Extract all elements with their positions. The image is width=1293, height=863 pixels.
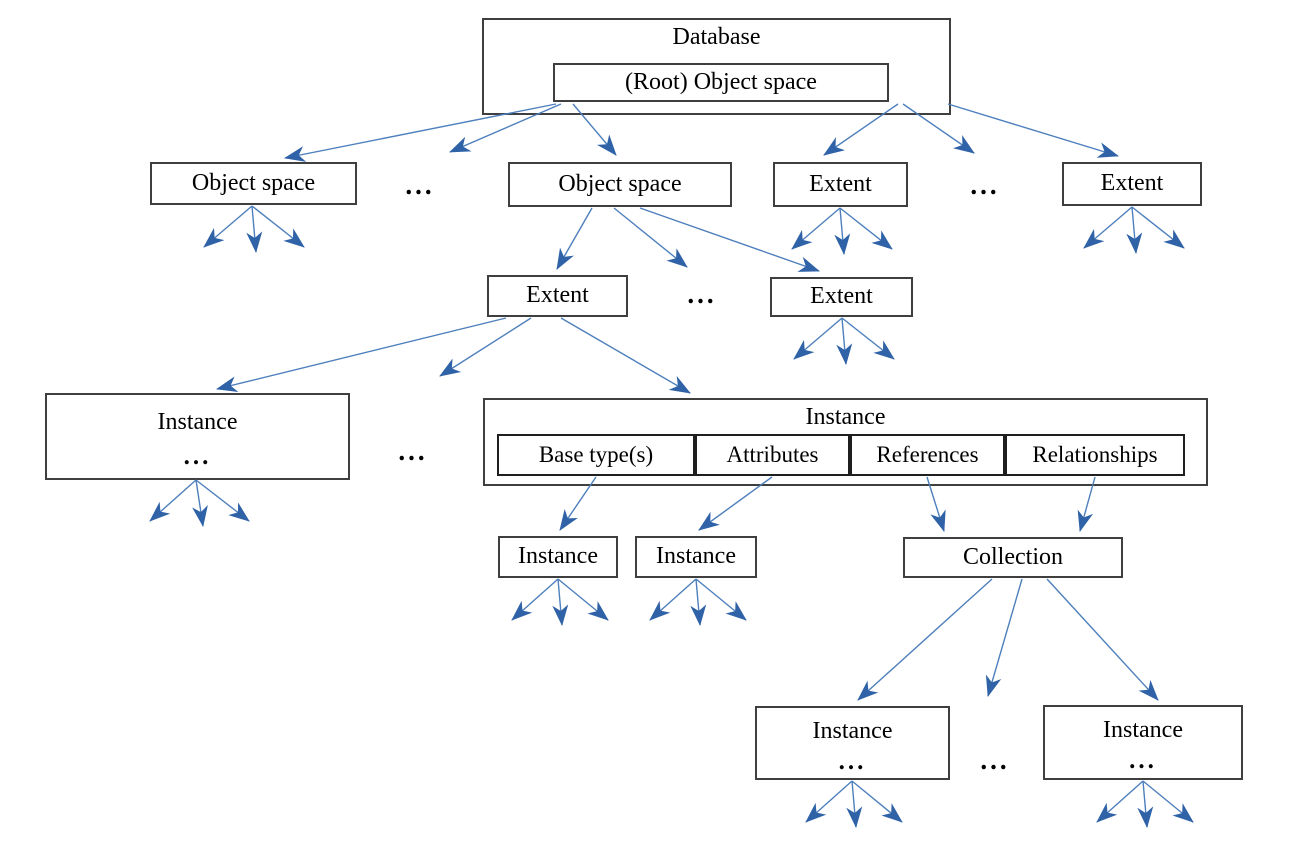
connector-9: [216, 317, 507, 392]
connector-18: [1046, 578, 1159, 701]
connector-22: [791, 207, 841, 250]
connector-23: [834, 207, 851, 255]
ellipsis-instance-row: ...: [398, 436, 428, 467]
connector-31: [149, 479, 197, 522]
connector-35: [552, 578, 569, 626]
node-cell-references: References: [850, 434, 1005, 476]
connector-41: [846, 780, 863, 828]
node-object-space-2-label-0: Object space: [558, 170, 682, 197]
node-extent-3-label-0: Extent: [526, 282, 589, 309]
node-instance-left: Instance...: [45, 393, 350, 480]
node-cell-attributes: Attributes: [695, 434, 850, 476]
connector-26: [1126, 206, 1143, 254]
connector-39: [695, 578, 747, 621]
connector-20: [246, 205, 263, 253]
node-collection-label-0: Collection: [963, 543, 1063, 570]
connector-36: [557, 578, 609, 621]
node-extent-1-label-0: Extent: [809, 170, 872, 197]
connector-8: [639, 207, 820, 272]
connector-24: [839, 207, 893, 250]
connector-25: [1083, 206, 1133, 249]
connector-5: [947, 103, 1119, 158]
node-extent-2-label-0: Extent: [1100, 170, 1164, 197]
connector-7: [613, 207, 688, 268]
node-extent-3: Extent: [487, 275, 628, 317]
node-cell-attributes-label-0: Attributes: [726, 441, 819, 467]
node-cell-relationships-label-0: Relationships: [1032, 441, 1158, 467]
node-extent-2: Extent: [1062, 162, 1202, 206]
node-instance-4: Instance...: [1043, 705, 1243, 780]
node-instance-4-label-1: ...: [1129, 747, 1157, 775]
connector-38: [690, 578, 707, 626]
connector-10: [439, 317, 532, 377]
ellipsis-top-right: ...: [970, 170, 1000, 201]
connector-37: [649, 578, 697, 621]
node-collection: Collection: [903, 537, 1123, 578]
node-instance-2-label-0: Instance: [656, 543, 736, 570]
connector-11: [560, 317, 691, 394]
ellipsis-top-left: ...: [405, 170, 435, 201]
node-object-space-1: Object space: [150, 162, 357, 205]
node-database-frame-label-0: Database: [672, 24, 761, 50]
connector-16: [857, 578, 993, 701]
node-instance-2: Instance: [635, 536, 757, 578]
node-object-space-1-label-0: Object space: [191, 169, 316, 196]
connector-43: [1096, 780, 1144, 823]
node-root-object-space-label-0: (Root) Object space: [625, 68, 817, 95]
connector-34: [511, 578, 559, 621]
connector-27: [1131, 206, 1185, 249]
connector-17: [985, 578, 1023, 697]
node-instance-left-label-0: Instance: [157, 408, 238, 435]
node-extent-4: Extent: [770, 277, 913, 317]
node-cell-relationships: Relationships: [1005, 434, 1185, 476]
node-cell-base-types: Base type(s): [497, 434, 695, 476]
node-root-object-space: (Root) Object space: [553, 63, 889, 102]
node-instance-4-label-0: Instance: [1103, 716, 1183, 743]
connector-29: [836, 317, 853, 365]
connector-33: [195, 479, 250, 522]
node-instance-1: Instance: [498, 536, 618, 578]
connector-19: [203, 205, 253, 248]
node-cell-base-types-label-0: Base type(s): [538, 441, 654, 467]
node-instance-left-label-1: ...: [183, 443, 212, 471]
node-object-space-2: Object space: [508, 162, 732, 207]
connector-21: [251, 205, 305, 248]
connector-30: [841, 317, 895, 360]
node-instance-1-label-0: Instance: [518, 543, 598, 570]
node-instance-3-label-1: ...: [838, 747, 867, 775]
node-instance-3: Instance...: [755, 706, 950, 780]
node-extent-1: Extent: [773, 162, 908, 207]
connector-28: [793, 317, 843, 360]
ellipsis-extent-row: ...: [687, 279, 717, 310]
connector-44: [1137, 780, 1154, 828]
node-instance-frame-label-0: Instance: [805, 404, 886, 430]
connector-40: [805, 780, 853, 823]
connector-45: [1142, 780, 1194, 823]
connector-42: [851, 780, 903, 823]
connector-6: [556, 207, 593, 270]
connector-32: [192, 479, 208, 527]
ellipsis-bottom-row: ...: [980, 745, 1010, 776]
node-extent-4-label-0: Extent: [810, 283, 873, 310]
node-cell-references-label-0: References: [876, 441, 979, 467]
node-instance-3-label-0: Instance: [812, 717, 893, 744]
